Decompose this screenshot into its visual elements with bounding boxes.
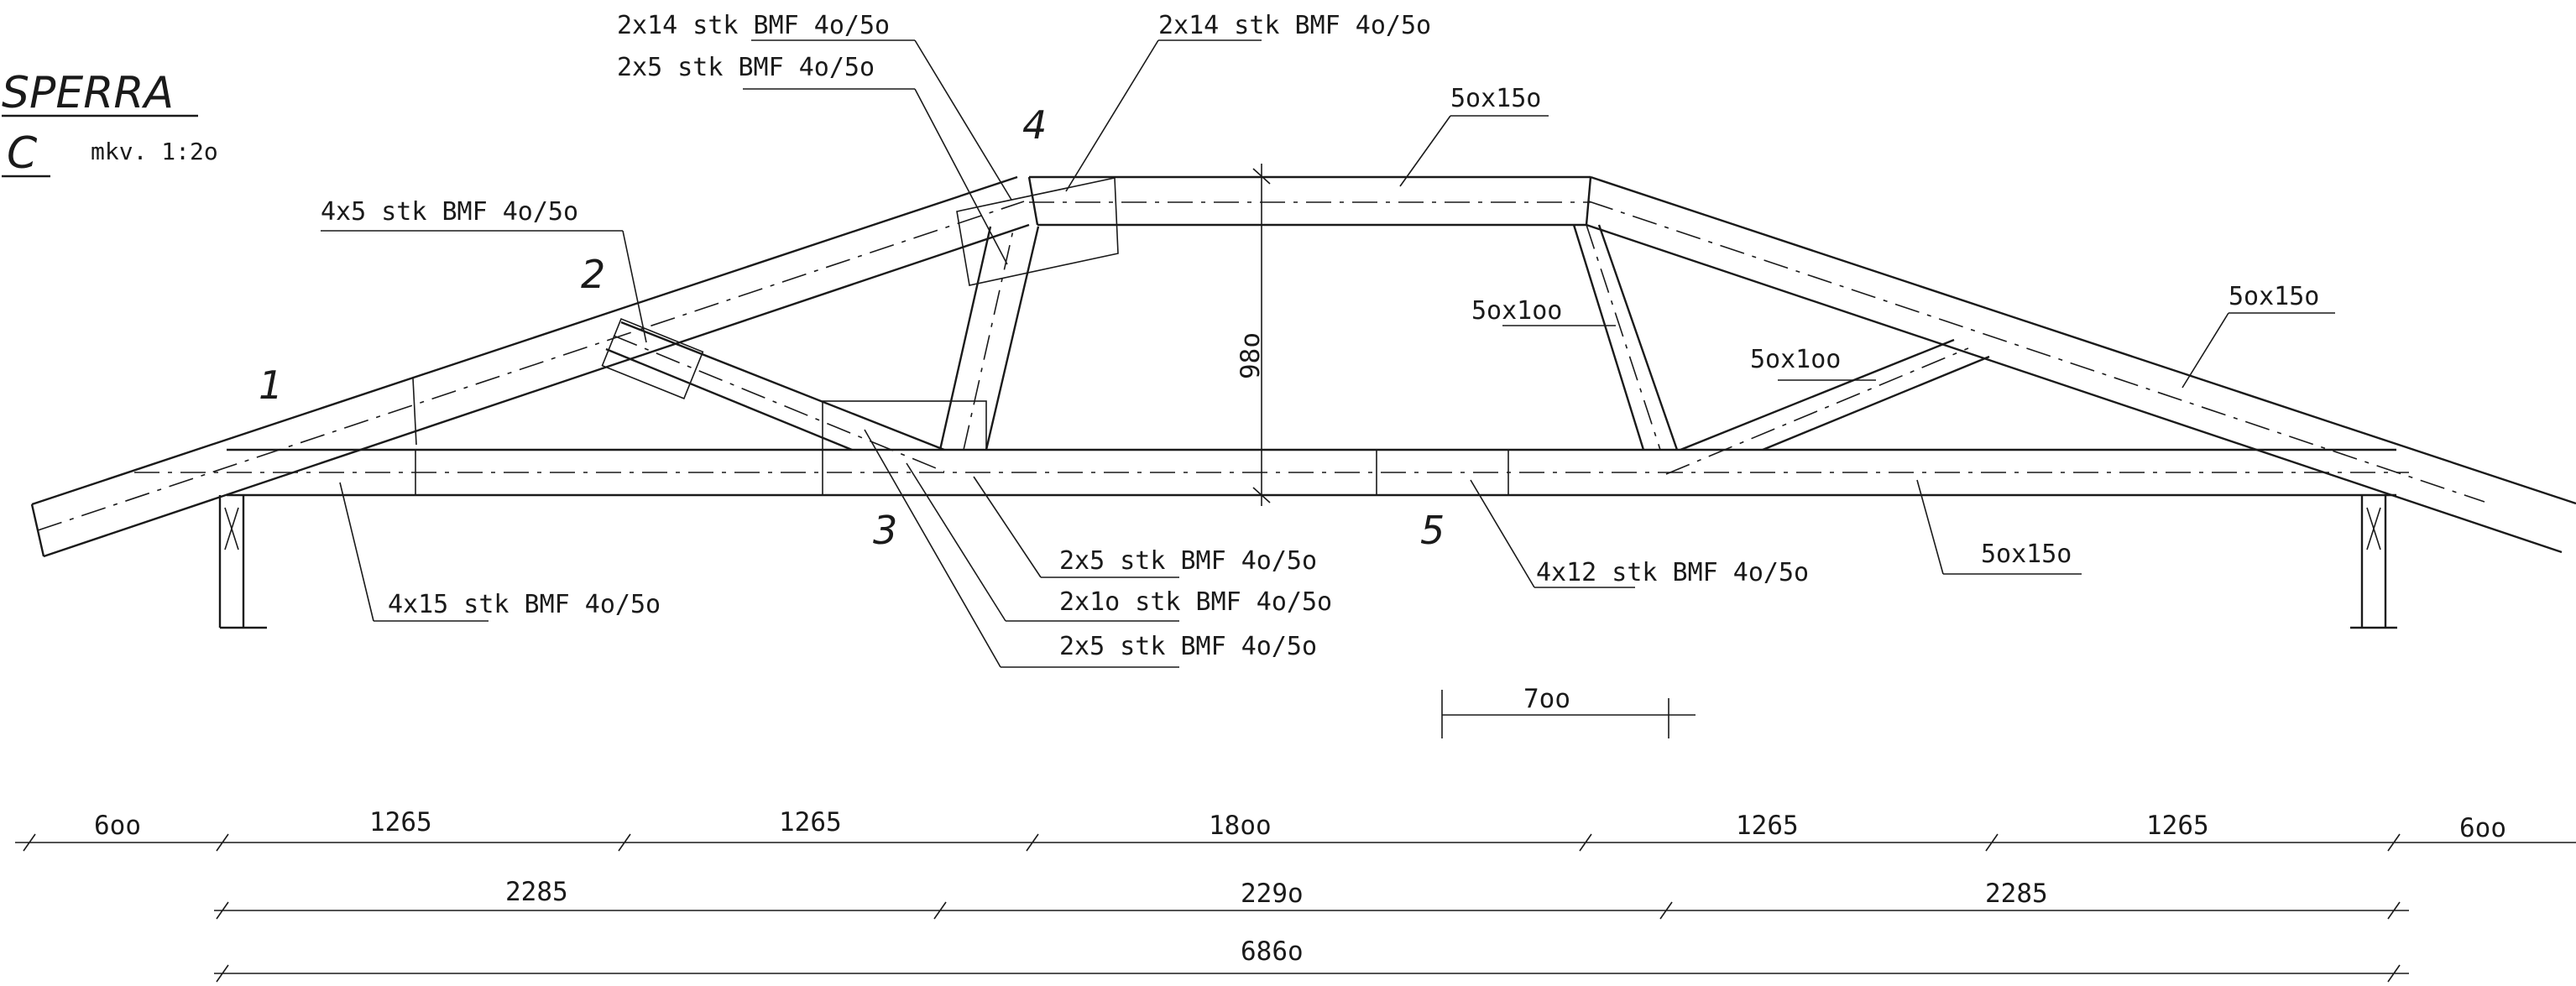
member-labels: 2x14 stk BMF 4o/5o 2x5 stk BMF 4o/5o 2x1… [321,11,2335,668]
right-vertical-member [1572,224,1679,451]
top-horizontal-member [1027,175,1592,227]
detail-dimension-value: 7oo [1523,684,1570,714]
label-node4-right: 2x14 stk BMF 4o/5o [1158,11,1431,40]
dim-row1-3: 1265 [779,807,842,837]
dim-row1-7: 6oo [2459,813,2506,843]
left-support [218,495,267,629]
dim-row1-6: 1265 [2146,811,2209,841]
label-top-horizontal: 5ox15o [1450,84,1541,113]
right-support [2350,495,2397,629]
dim-row2-2: 229o [1241,879,1304,909]
node-4-label: 4 [1022,102,1047,148]
title-block: SPERRA C mkv. 1:2o [2,68,218,179]
dimension-row-2: 2285 229o 2285 [214,877,2409,920]
truss-type: C [7,128,38,179]
strut-node3-node4 [938,177,1119,451]
dim-row1-1: 6oo [94,811,141,841]
node-5-label: 5 [1420,508,1445,553]
node-3-label: 3 [873,508,897,553]
label-node2: 4x5 stk BMF 4o/5o [321,197,578,227]
label-node4-upper: 2x14 stk BMF 4o/5o [617,11,890,40]
label-right-vertical: 5ox1oo [1471,296,1562,326]
dim-row2-3: 2285 [1985,879,2048,909]
node-2-label: 2 [581,252,605,297]
node-numbers: 1 2 3 4 5 [259,102,1445,553]
node-1-label: 1 [259,363,283,408]
height-dimension: 98o [1236,164,1271,506]
drawing-title: SPERRA [2,68,174,118]
label-bottom-chord: 5ox15o [1981,540,2072,569]
height-value: 98o [1236,332,1266,379]
left-rafter [30,175,1030,558]
dimension-row-1: 6oo 1265 1265 18oo 1265 1265 6oo [15,807,2576,852]
label-node1-bottom: 4x15 stk BMF 4o/5o [388,590,661,619]
drawing-scale: mkv. 1:2o [91,138,218,165]
dim-row3-total: 686o [1241,936,1304,967]
dim-row1-2: 1265 [369,807,432,837]
detail-dimension: 7oo [1441,684,1696,738]
dimension-row-3: 686o [214,936,2409,983]
dim-row2-1: 2285 [505,877,568,907]
right-rafter [1586,175,2576,554]
label-node3-c: 2x5 stk BMF 4o/5o [1059,632,1317,661]
bottom-chord [134,400,2409,497]
label-node3-b: 2x1o stk BMF 4o/5o [1059,587,1332,617]
diagonal-node2-node3 [601,317,945,472]
right-diagonal-member [1665,338,1990,475]
dim-row1-5: 1265 [1736,811,1799,841]
label-right-diagonal: 5ox1oo [1750,345,1841,374]
label-right-rafter: 5ox15o [2229,282,2319,311]
label-node5: 4x12 stk BMF 4o/5o [1536,558,1809,587]
label-node4-lower: 2x5 stk BMF 4o/5o [617,53,875,82]
dim-row1-4: 18oo [1209,811,1272,841]
label-node3-a: 2x5 stk BMF 4o/5o [1059,546,1317,576]
truss-structure: 98o [30,164,2576,629]
